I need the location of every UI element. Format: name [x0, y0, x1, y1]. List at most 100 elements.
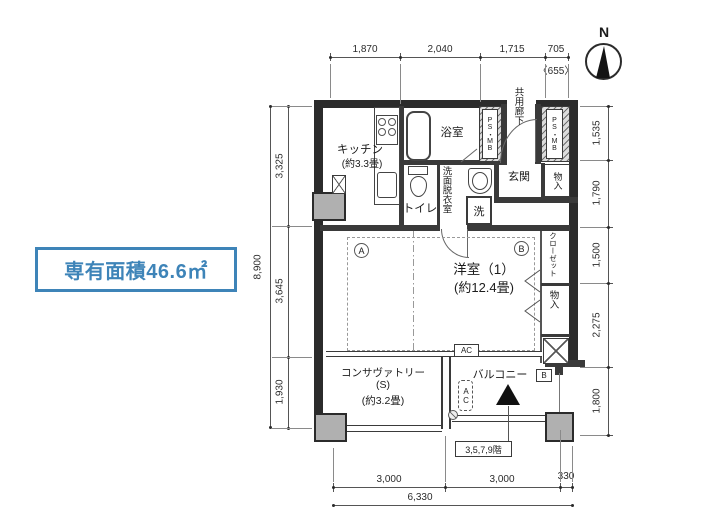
- balcony-b-label: B: [541, 371, 547, 380]
- wall-entrance-storage: [541, 163, 545, 200]
- north-label: N: [598, 24, 610, 40]
- north-arrow-icon: [596, 46, 610, 78]
- exclusive-area-box: 専有面積46.6㎡: [35, 247, 237, 292]
- dim-top-3: 1,715: [499, 44, 525, 55]
- kitchen-size-label: (約3.3畳): [341, 159, 383, 170]
- ac-indoor-box: AC: [454, 344, 479, 357]
- dim-dot: [544, 56, 547, 59]
- laundry-box: 洗: [466, 196, 492, 225]
- entry-storage-box: 物入: [544, 164, 570, 197]
- conservatory-tag-label: (S): [376, 379, 390, 391]
- dim-left-total: 8,900: [252, 254, 264, 280]
- wall-mainroom-top-left: [320, 225, 440, 231]
- dim-dot: [399, 56, 402, 59]
- dim-dot: [571, 504, 574, 507]
- dim-line-right: [608, 106, 609, 435]
- side-storage-label: 物入: [547, 290, 559, 309]
- column-left-bottom: [314, 413, 347, 442]
- entrance-label: 玄関: [508, 171, 530, 183]
- ext-line: [445, 436, 446, 482]
- dim-top-4: 705: [547, 44, 565, 55]
- dim-bottom-1: 3,000: [376, 474, 402, 485]
- ext-line: [333, 448, 334, 482]
- entrance-door-leaf: [535, 119, 536, 162]
- dim-dot: [571, 486, 574, 489]
- wall-entrance-bottom: [494, 197, 578, 203]
- dim-line-bottom: [333, 487, 572, 488]
- wall-top-right: [536, 100, 578, 107]
- balcony-b-box: B: [536, 369, 552, 382]
- stove-burner-icon: [378, 118, 386, 126]
- dim-left-3: 1,930: [274, 379, 286, 405]
- ext-line: [572, 446, 573, 482]
- dim-right-5: 1,800: [591, 388, 603, 414]
- dim-dot: [567, 56, 570, 59]
- ac-outdoor-label: AC: [461, 386, 471, 405]
- point-b-mark: B: [514, 241, 529, 256]
- ext-line: [330, 64, 331, 98]
- mainroom-center-line: [413, 231, 414, 352]
- dim-dot: [329, 56, 332, 59]
- exclusive-area-label: 専有面積46.6㎡: [64, 261, 208, 283]
- ext-line: [560, 430, 561, 482]
- dim-left-2: 3,645: [274, 278, 286, 304]
- ps-mb-right-box: PS・MB: [546, 109, 563, 159]
- ps-mb-left-label: PS・MB: [486, 116, 494, 152]
- toilet-label: トイレ: [402, 203, 438, 215]
- ext-line: [545, 64, 546, 98]
- dim-line-left-total: [270, 106, 271, 428]
- balcony-marker-triangle: [496, 384, 520, 405]
- dim-top-2: 2,040: [427, 44, 453, 55]
- ext-line: [580, 106, 606, 107]
- corridor-label: 共用廊下: [512, 87, 524, 125]
- balcony-railing: [452, 415, 546, 422]
- point-a-mark: A: [354, 243, 369, 258]
- floors-box: 3,5,7,9階: [455, 441, 512, 457]
- column-right-bottom: [545, 412, 574, 442]
- ext-line: [272, 357, 312, 358]
- dim-top-offset: 〈655〉: [537, 66, 575, 77]
- shaft-x-right: [543, 338, 569, 364]
- dim-right-1: 1,535: [591, 120, 603, 146]
- wall-closet-divider: [541, 283, 570, 286]
- entry-storage-label: 物入: [552, 171, 563, 190]
- stove-burner-icon: [388, 128, 396, 136]
- bath-label: 浴室: [440, 127, 464, 139]
- conservatory-size-label: (約3.2畳): [361, 395, 405, 407]
- dim-dot: [607, 105, 610, 108]
- ext-line: [580, 227, 606, 228]
- wall-left: [314, 100, 323, 415]
- ps-mb-right-label: PS・MB: [551, 116, 558, 152]
- ac-outdoor-box: AC: [458, 380, 473, 411]
- wall-toilet-washroom: [437, 163, 440, 227]
- wall-top-main: [314, 100, 507, 108]
- dim-dot: [269, 426, 272, 429]
- dim-right-2: 1,790: [591, 180, 603, 206]
- kitchen-label: キッチン: [337, 144, 383, 156]
- window-mainroom-south-right: [478, 351, 542, 357]
- ext-line: [580, 160, 606, 161]
- divider-conservatory-balcony: [441, 357, 451, 429]
- ext-line: [480, 64, 481, 102]
- wall-bath-bottom: [399, 160, 507, 165]
- ext-line: [272, 106, 312, 107]
- ext-line: [400, 64, 401, 104]
- dim-bottom-2: 3,000: [489, 474, 515, 485]
- column-left-mid: [312, 192, 346, 221]
- dim-dot: [332, 486, 335, 489]
- dim-bottom-3: 330: [557, 471, 575, 482]
- washroom-label: 洗面脱衣室: [440, 166, 452, 214]
- point-b-label: B: [518, 243, 525, 254]
- ext-line: [272, 226, 312, 227]
- mainroom-size-label: (約12.4畳): [454, 280, 514, 295]
- closet-front-line: [540, 231, 542, 363]
- ext-line: [272, 428, 312, 429]
- stove-burner-icon: [388, 118, 396, 126]
- kitchen-sink-icon: [377, 172, 397, 198]
- balcony-right-edge: [559, 373, 560, 413]
- washroom-door-leaf: [467, 229, 468, 257]
- mainroom-label: 洋室（1）: [453, 262, 515, 277]
- bathtub-icon: [406, 111, 431, 161]
- dim-dot: [607, 159, 610, 162]
